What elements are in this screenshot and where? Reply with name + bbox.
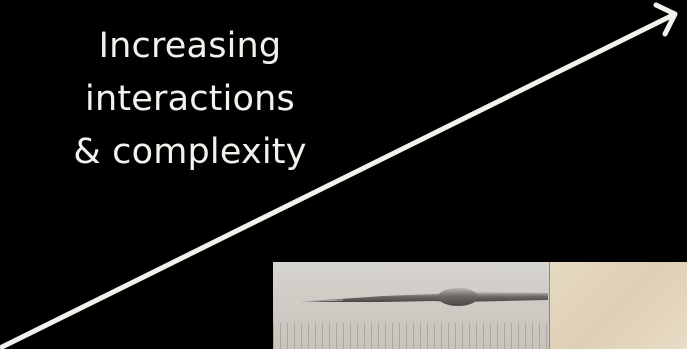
needle-photo <box>273 262 550 349</box>
specimen-photo <box>273 262 687 349</box>
specimen-detail-icon <box>550 262 687 349</box>
ruler <box>273 323 550 349</box>
